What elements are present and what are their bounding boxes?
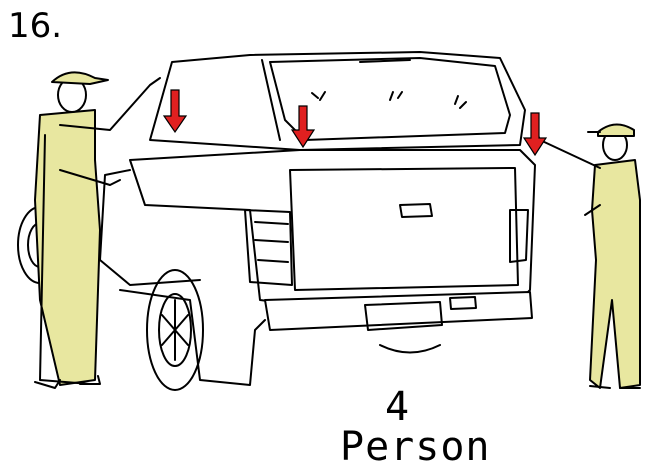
worker-left — [34, 71, 161, 389]
worker-right — [534, 123, 641, 389]
down-arrow-icon — [290, 105, 316, 149]
down-arrow-icon — [162, 89, 188, 134]
person-label: Person — [340, 424, 491, 470]
down-arrow-icon — [522, 112, 548, 157]
step-number: 16. — [8, 6, 63, 46]
pickup-truck — [17, 149, 536, 391]
person-count: 4 — [385, 384, 410, 430]
canopy — [149, 51, 526, 151]
